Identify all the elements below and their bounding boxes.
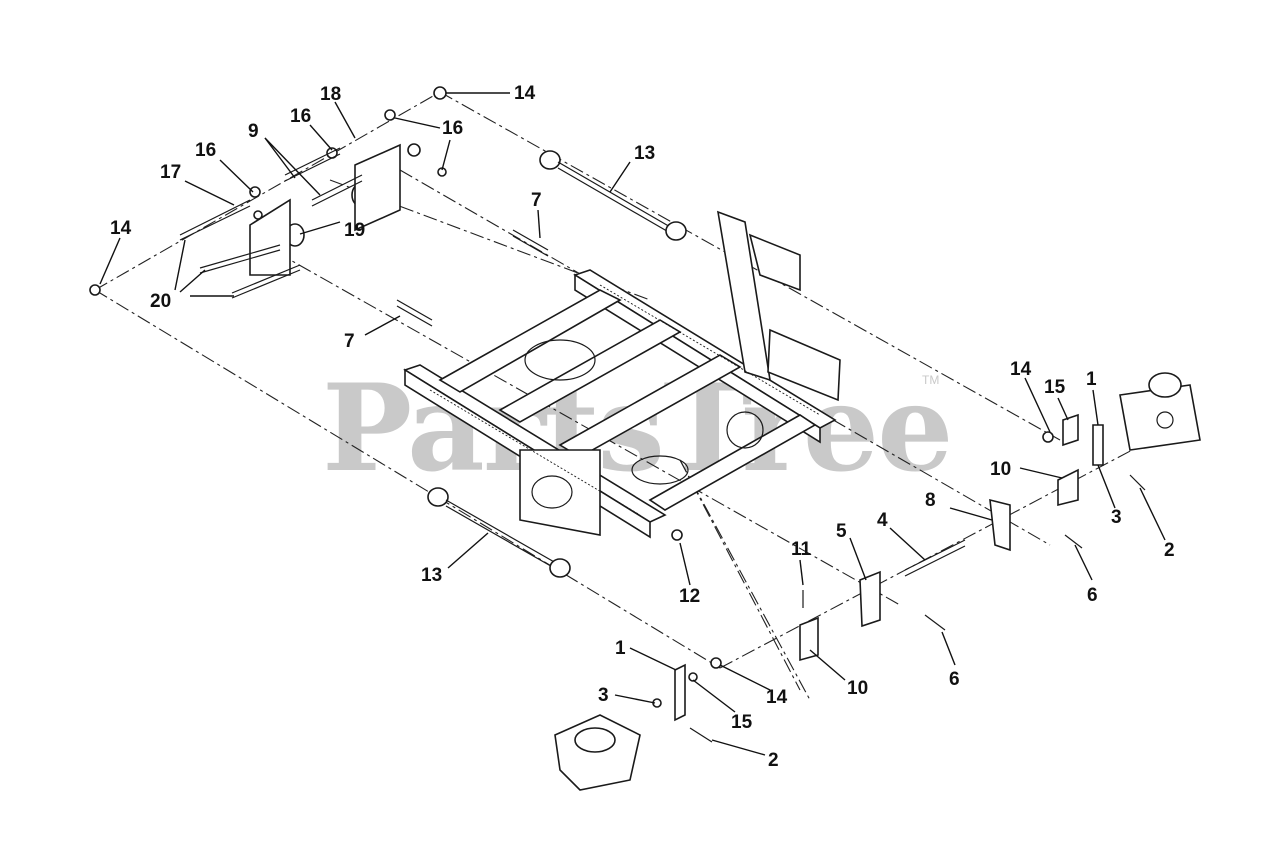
- callout-3-lower: 3: [598, 685, 609, 706]
- callout-20: 20: [150, 291, 171, 312]
- callout-1-right: 1: [1086, 369, 1097, 390]
- callout-13-lower: 13: [421, 565, 442, 586]
- callout-12: 12: [679, 586, 700, 607]
- callout-3-right: 3: [1111, 507, 1122, 528]
- callout-14-left: 14: [110, 218, 132, 239]
- callout-18: 18: [320, 84, 341, 105]
- callout-14-top: 14: [514, 83, 536, 104]
- callout-13-upper: 13: [634, 143, 655, 164]
- leader-lines: [99, 92, 1166, 756]
- callout-14-lower: 14: [766, 687, 788, 708]
- callout-16-right: 16: [442, 118, 463, 139]
- callout-7-lower: 7: [344, 331, 355, 352]
- callout-10-right: 10: [990, 459, 1011, 480]
- callout-2-lower: 2: [768, 750, 779, 771]
- callout-10-lower: 10: [847, 678, 868, 699]
- callout-15-right: 15: [1044, 377, 1066, 398]
- callout-6-right: 6: [1087, 585, 1098, 606]
- callout-7-upper: 7: [531, 190, 542, 211]
- callout-16-upper: 16: [290, 106, 311, 127]
- callout-5: 5: [836, 521, 847, 542]
- rod-upper: [539, 150, 687, 241]
- front-right-hardware: [671, 372, 1201, 662]
- callout-9: 9: [248, 121, 259, 142]
- mower-frame: [403, 210, 841, 539]
- callout-11: 11: [791, 539, 812, 560]
- callout-1-lower: 1: [615, 638, 626, 659]
- rod-lower: [427, 487, 571, 578]
- callout-8: 8: [925, 490, 936, 511]
- rear-linkage-hardware: [89, 86, 549, 327]
- callout-2-right: 2: [1164, 540, 1175, 561]
- callout-14-right: 14: [1010, 359, 1032, 380]
- watermark-trademark: TM: [922, 373, 939, 387]
- callout-15-lower: 15: [731, 712, 753, 733]
- callout-6-lower: 6: [949, 669, 960, 690]
- callout-16-left: 16: [195, 140, 216, 161]
- callout-labels: 14 18 16 16 9 16 17 14 19 20 13 7 7 14 1…: [110, 83, 1175, 771]
- callout-4: 4: [877, 510, 888, 531]
- callout-17: 17: [160, 162, 181, 183]
- front-left-hardware: [554, 657, 722, 791]
- callout-19: 19: [344, 220, 365, 241]
